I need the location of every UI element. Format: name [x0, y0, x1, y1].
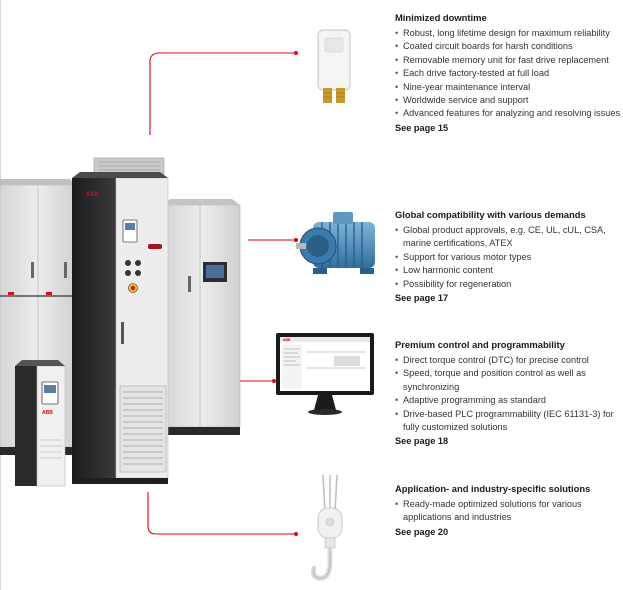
section-minimized-downtime: Minimized downtime Robust, long lifetime…: [395, 12, 621, 135]
monitor-software-icon: ABB: [276, 333, 374, 415]
list-item: Coated circuit boards for harsh conditio…: [395, 40, 621, 54]
svg-text:ABB: ABB: [42, 410, 53, 416]
list-item: Advanced features for analyzing and reso…: [395, 107, 621, 121]
list-item: Robust, long lifetime design for maximum…: [395, 27, 621, 41]
list-item: Worldwide service and support: [395, 94, 621, 108]
main-cabinet: ABB: [72, 157, 169, 484]
list-item: Each drive factory-tested at full load: [395, 67, 621, 81]
wall-mounted-drive: ABB: [15, 360, 66, 487]
section-application-solutions: Application- and industry-specific solut…: [395, 483, 621, 539]
list-item: Low harmonic content: [395, 264, 621, 278]
see-page-reference: See page 17: [395, 293, 449, 304]
see-page-reference: See page 18: [395, 436, 449, 447]
svg-text:ABB: ABB: [86, 192, 100, 198]
section-title: Minimized downtime: [395, 12, 487, 23]
section-premium-control: Premium control and programmability Dire…: [395, 339, 621, 448]
feature-list: Ready-made optimized solutions for vario…: [395, 498, 621, 525]
list-item: Ready-made optimized solutions for vario…: [395, 498, 621, 525]
list-item: Adaptive programming as standard: [395, 394, 621, 408]
section-title: Application- and industry-specific solut…: [395, 483, 591, 494]
memory-unit-icon: [317, 29, 351, 103]
feature-list: Global product approvals, e.g. CE, UL, c…: [395, 224, 621, 291]
see-page-reference: See page 15: [395, 122, 449, 133]
list-item: Drive-based PLC programmability (IEC 611…: [395, 408, 621, 435]
section-title: Premium control and programmability: [395, 339, 565, 350]
list-item: Support for various motor types: [395, 251, 621, 265]
list-item: Speed, torque and position control as we…: [395, 367, 621, 394]
list-item: Removable memory unit for fast drive rep…: [395, 54, 621, 68]
see-page-reference: See page 20: [395, 526, 449, 537]
connector-line-1: [149, 52, 296, 135]
feature-list: Robust, long lifetime design for maximum…: [395, 27, 621, 121]
crane-hook-icon: [311, 474, 343, 581]
section-title: Global compatibility with various demand…: [395, 209, 586, 220]
list-item: Nine-year maintenance interval: [395, 81, 621, 95]
list-item: Possibility for regeneration: [395, 278, 621, 292]
right-cabinet-group: [163, 199, 241, 435]
list-item: Global product approvals, e.g. CE, UL, c…: [395, 224, 621, 251]
electric-motor-icon: [296, 212, 375, 274]
list-item: Direct torque control (DTC) for precise …: [395, 354, 621, 368]
svg-text:ABB: ABB: [283, 338, 291, 342]
connector-line-4: [147, 492, 296, 535]
connector-lines: [147, 51, 298, 536]
feature-list: Direct torque control (DTC) for precise …: [395, 354, 621, 434]
section-global-compatibility: Global compatibility with various demand…: [395, 209, 621, 305]
